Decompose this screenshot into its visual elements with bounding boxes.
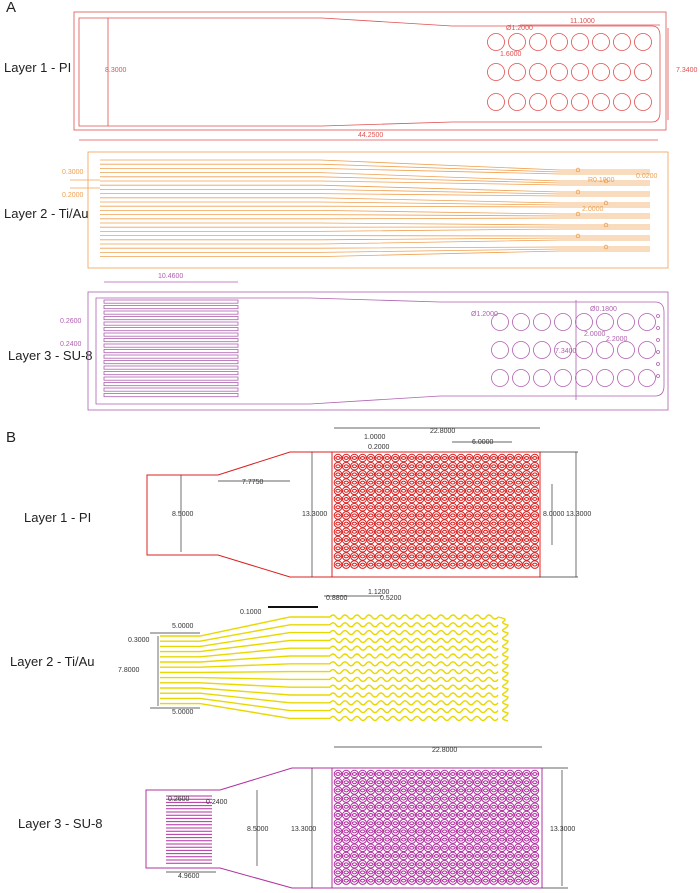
a-l1-dim-5: 44.2500 bbox=[358, 132, 383, 139]
b-l1-dim-1: 1.0000 bbox=[364, 434, 386, 441]
b-l3-dim-3: 8.5000 bbox=[247, 826, 269, 833]
b-l3-dim-0: 22.8000 bbox=[432, 747, 457, 754]
b-l2-dim-5: 0.3000 bbox=[128, 637, 150, 644]
a-l3-dim-0: 10.4600 bbox=[158, 273, 183, 280]
panel-b-letter: B bbox=[6, 429, 16, 446]
a-l1-dim-2: 1.6000 bbox=[500, 51, 522, 58]
b-l2-dim-3: 0.5200 bbox=[380, 595, 402, 602]
b-l1-dim-2: 0.2000 bbox=[368, 444, 390, 451]
b-l1-dim-5: 8.5000 bbox=[172, 511, 194, 518]
a-l3-dim-5: 2.0000 bbox=[584, 331, 606, 338]
b-l3-dim-6: 4.9600 bbox=[178, 873, 200, 880]
b-layer2-drawing: 0.1000 0.8800 1.1200 0.5200 5.0000 0.300… bbox=[118, 589, 509, 722]
b-l1-dim-6: 13.3000 bbox=[302, 511, 327, 518]
b-layer3-drawing: 22.8000 0.2600 0.2400 8.5000 13.3000 13.… bbox=[145, 746, 575, 889]
a-l2-dim-4: 2.0000 bbox=[582, 206, 604, 213]
b-layer3-label: Layer 3 - SU-8 bbox=[18, 816, 103, 831]
b-l3-dim-5: 13.3000 bbox=[550, 826, 575, 833]
a-layer3-label: Layer 3 - SU-8 bbox=[8, 348, 93, 363]
b-l2-dim-7: 5.0000 bbox=[172, 709, 194, 716]
b-layer2-label: Layer 2 - Ti/Au bbox=[10, 654, 95, 669]
b-l2-dim-1: 0.8800 bbox=[326, 595, 348, 602]
b-l1-dim-8: 13.3000 bbox=[566, 511, 591, 518]
a-l1-dim-1: 11.1000 bbox=[570, 18, 595, 25]
a-l1-dim-0: Ø1.2000 bbox=[506, 25, 533, 32]
b-layer1-label: Layer 1 - PI bbox=[24, 510, 91, 525]
a-layer2-label: Layer 2 - Ti/Au bbox=[4, 206, 89, 221]
a-l2-dim-1: 0.2000 bbox=[62, 192, 84, 199]
a-l3-dim-6: 2.2000 bbox=[606, 336, 628, 343]
b-l1-dim-3: 6.0000 bbox=[472, 439, 494, 446]
a-l3-dim-4: Ø0.1800 bbox=[590, 306, 617, 313]
b-l2-dim-6: 7.8000 bbox=[118, 667, 140, 674]
b-l3-dim-1: 0.2600 bbox=[168, 796, 190, 803]
a-layer1-drawing: Ø1.2000 11.1000 1.6000 8.3000 7.3400 44.… bbox=[73, 11, 698, 141]
b-l2-dim-0: 0.1000 bbox=[240, 609, 262, 616]
a-l3-dim-1: 0.2600 bbox=[60, 318, 82, 325]
a-l2-dim-0: 0.3000 bbox=[62, 169, 84, 176]
b-layer1-drawing: 22.8000 1.0000 0.2000 6.0000 7.7750 8.50… bbox=[146, 427, 591, 578]
a-l1-dim-4: 7.3400 bbox=[676, 67, 698, 74]
a-l2-dim-3: 0.0200 bbox=[636, 173, 658, 180]
a-layer2-drawing: 0.3000 0.2000 R0.1000 0.0200 2.0000 bbox=[62, 151, 669, 269]
b-l1-dim-4: 7.7750 bbox=[242, 479, 264, 486]
b-l2-dim-2: 1.1200 bbox=[368, 589, 390, 596]
a-layer1-label: Layer 1 - PI bbox=[4, 60, 71, 75]
a-l3-dim-7: 7.3400 bbox=[555, 348, 577, 355]
b-l1-dim-7: 8.0000 bbox=[543, 511, 565, 518]
a-layer3-drawing: 10.4600 0.2600 0.2400 Ø1.2000 Ø0.1800 2.… bbox=[60, 273, 669, 411]
b-l1-dim-0: 22.8000 bbox=[430, 428, 455, 435]
b-l2-dim-4: 5.0000 bbox=[172, 623, 194, 630]
b-l3-dim-2: 0.2400 bbox=[206, 799, 228, 806]
b-l3-dim-4: 13.3000 bbox=[291, 826, 316, 833]
a-l2-dim-2: R0.1000 bbox=[588, 177, 615, 184]
a-l1-dim-3: 8.3000 bbox=[105, 67, 127, 74]
a-l3-dim-3: Ø1.2000 bbox=[471, 311, 498, 318]
a-l3-dim-2: 0.2400 bbox=[60, 341, 82, 348]
panel-a-letter: A bbox=[6, 0, 16, 16]
